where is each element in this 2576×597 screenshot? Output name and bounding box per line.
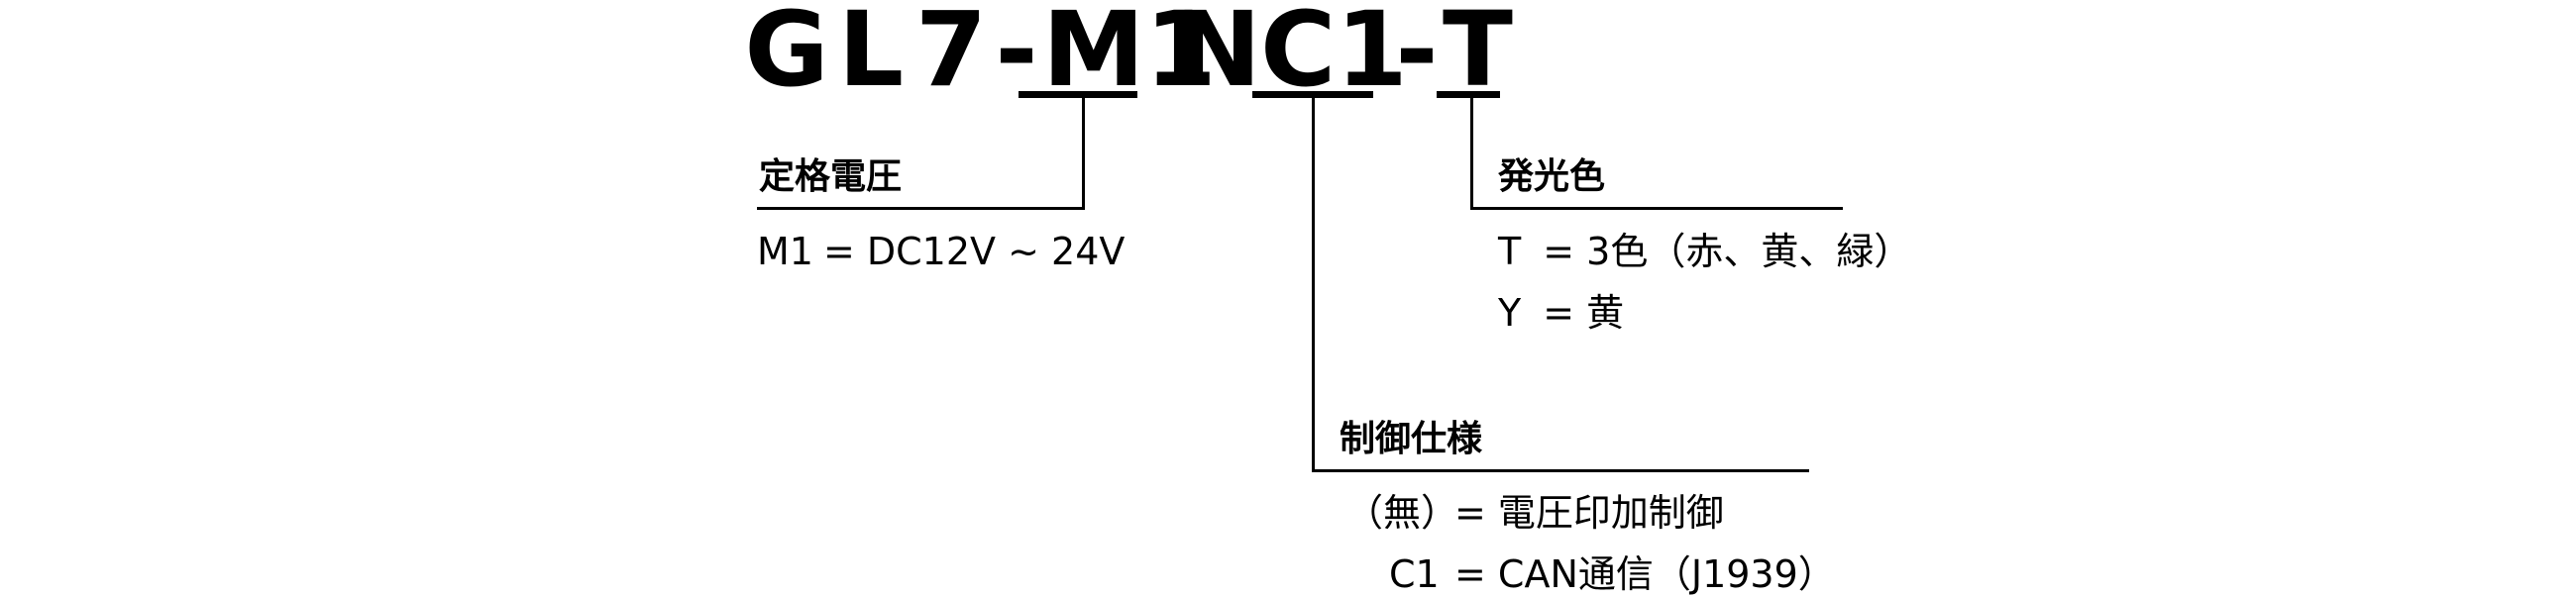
code-char-g: G bbox=[744, 0, 829, 110]
color-option-y: Y = 黄 bbox=[1498, 290, 1624, 336]
voltage-option-value: = DC12V ~ 24V bbox=[822, 230, 1126, 273]
control-option-value-none: = 電圧印加制御 bbox=[1454, 491, 1724, 535]
code-dash-2: - bbox=[1395, 0, 1439, 110]
voltage-leader-horizontal bbox=[757, 207, 1085, 210]
voltage-leader-vertical bbox=[1082, 98, 1085, 210]
voltage-label: 定格電圧 bbox=[759, 156, 903, 197]
color-leader-horizontal bbox=[1470, 207, 1843, 210]
code-char-l: L bbox=[837, 0, 905, 110]
color-option-t: T = 3色（赤、黄、緑） bbox=[1498, 229, 1911, 274]
color-option-key: Y bbox=[1498, 291, 1522, 335]
code-char-7: 7 bbox=[914, 0, 988, 110]
control-option-value-c1: = CAN通信（J1939） bbox=[1454, 552, 1836, 596]
control-label: 制御仕様 bbox=[1340, 419, 1483, 459]
voltage-underline bbox=[1019, 91, 1137, 98]
code-char-n: N bbox=[1175, 0, 1262, 110]
control-leader-vertical bbox=[1312, 98, 1315, 472]
code-segment-color: T bbox=[1443, 0, 1513, 110]
voltage-option-m1: M1= DC12V ~ 24V bbox=[757, 229, 1125, 274]
color-option-value: = 黄 bbox=[1543, 291, 1625, 335]
code-segment-voltage: M1 bbox=[1042, 0, 1217, 110]
color-underline bbox=[1437, 91, 1500, 98]
voltage-option-key: M1 bbox=[757, 230, 813, 273]
color-option-key: T bbox=[1498, 230, 1522, 273]
model-code: G L 7 - M1 N C1 - T bbox=[743, 0, 1513, 110]
code-dash-1: - bbox=[995, 0, 1038, 110]
color-option-value: = 3色（赤、黄、緑） bbox=[1543, 230, 1912, 273]
control-option-key-none: （無） bbox=[1345, 491, 1459, 535]
control-underline bbox=[1252, 91, 1373, 98]
code-segment-control: C1 bbox=[1260, 0, 1408, 110]
color-leader-vertical bbox=[1470, 98, 1473, 210]
control-option-key-c1: C1 bbox=[1389, 552, 1440, 596]
color-label: 発光色 bbox=[1498, 156, 1606, 197]
control-leader-horizontal bbox=[1312, 469, 1809, 472]
